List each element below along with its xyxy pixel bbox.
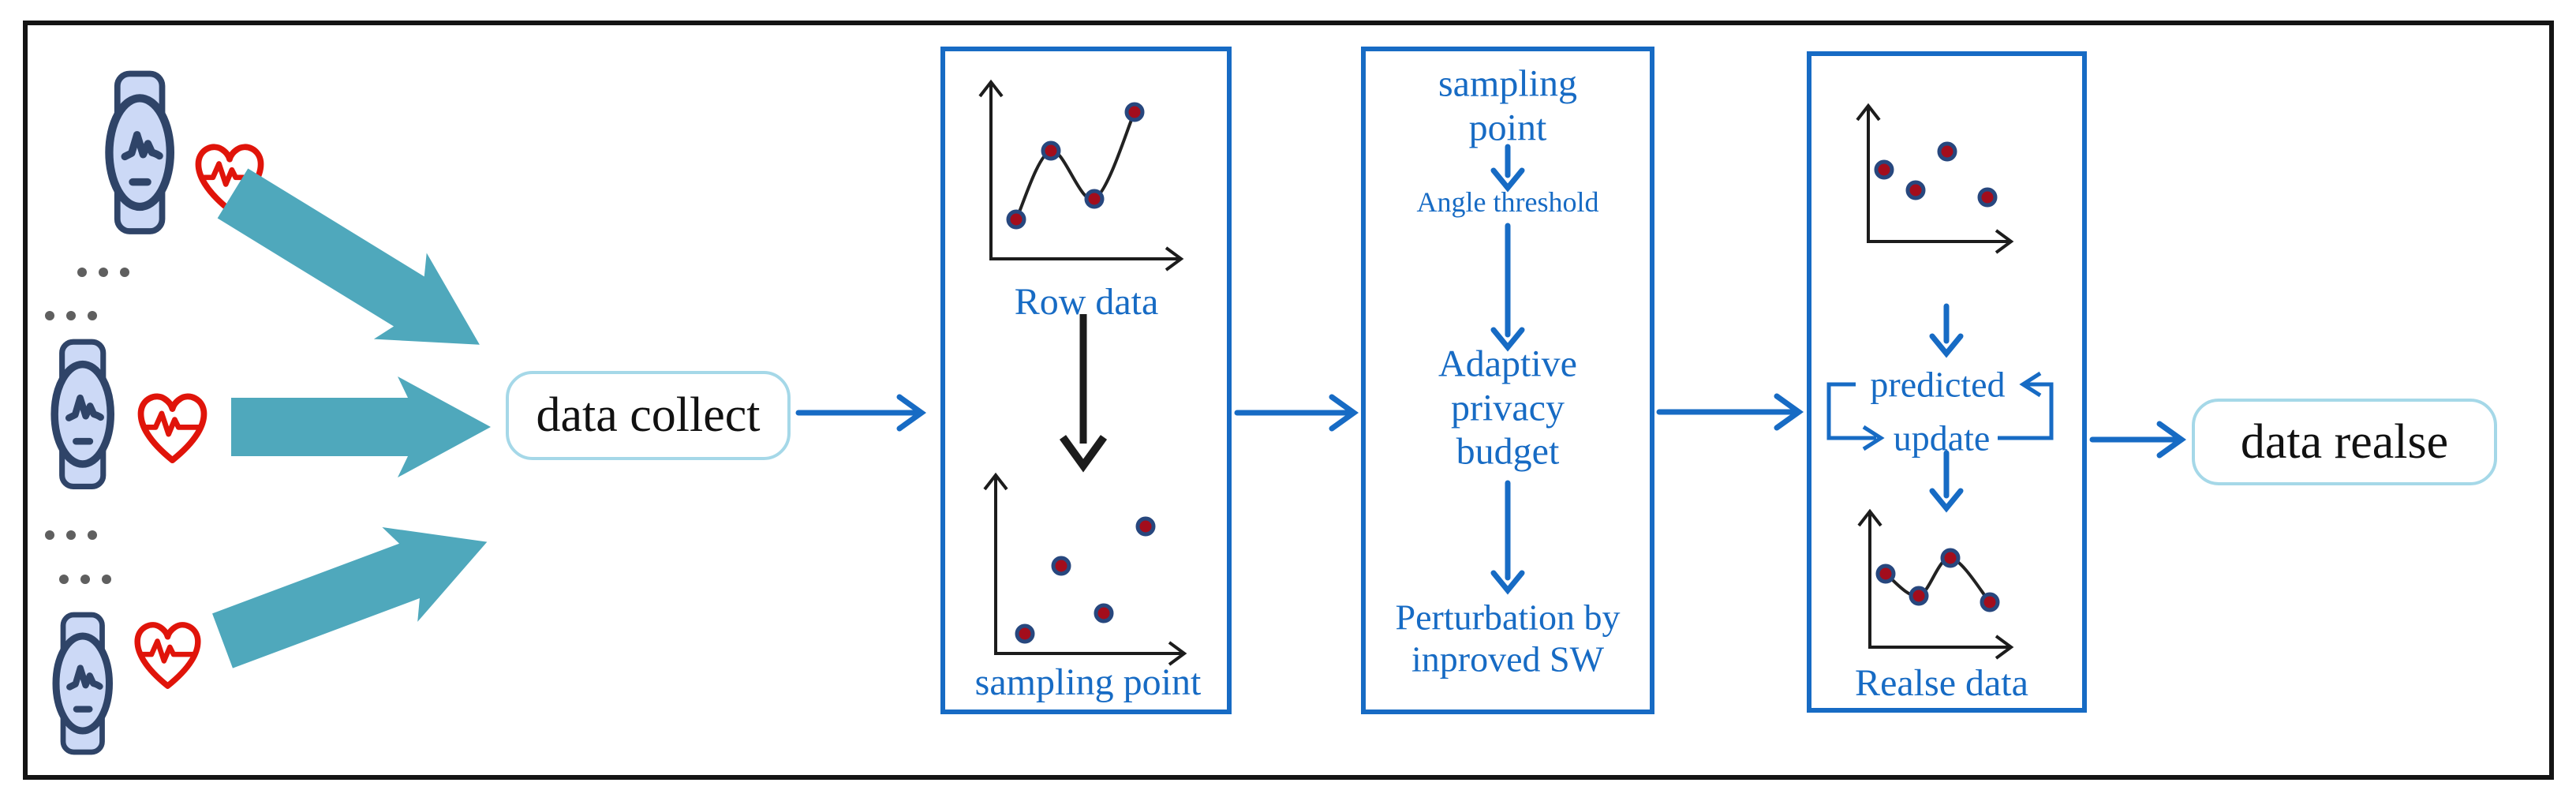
stage2-sampling-point-label: sampling point	[1438, 62, 1577, 148]
stage3-step-arrow	[1929, 303, 1964, 358]
ellipsis-dots	[45, 311, 97, 320]
predicted-chart-series	[1874, 141, 1998, 208]
flow-arrow-stage2-to-stage3	[1656, 393, 1804, 431]
flow-arrow-stage1-to-stage2	[1234, 394, 1359, 432]
data-collect-node: data collect	[506, 371, 791, 460]
angle-threshold-label: Angle threshold	[1416, 186, 1599, 219]
upload-arrow	[231, 376, 491, 477]
stage-box-privacy-budget	[1361, 47, 1654, 714]
stage-box-sampling	[940, 47, 1232, 714]
outer-frame	[23, 21, 2554, 780]
fitness-band-icon	[56, 615, 110, 752]
sampling-chart-axes	[983, 472, 1187, 666]
stage-box-prediction	[1807, 51, 2087, 713]
fitness-band-icon	[109, 73, 170, 231]
perturbation-label: Perturbation by inproved SW	[1395, 597, 1621, 680]
ellipsis-dots	[59, 575, 111, 584]
heart-ecg-icon	[137, 625, 198, 686]
raw-data-chart-series	[1006, 102, 1145, 230]
fitness-band-icon	[54, 342, 110, 486]
data-realse-label: data realse	[2240, 414, 2449, 469]
flow-arrow-stage3-to-realse	[2089, 421, 2187, 459]
sampling-point-label: sampling point	[974, 661, 1202, 704]
raw-data-chart-axes	[978, 79, 1184, 271]
upload-arrow	[212, 527, 488, 668]
ellipsis-dots	[45, 530, 97, 540]
data-realse-node: data realse	[2192, 399, 2497, 485]
heart-ecg-icon	[141, 396, 204, 460]
stage3-step-arrow	[1929, 450, 1964, 513]
row-data-label: Row data	[1014, 281, 1159, 324]
predicted-chart-axes	[1856, 103, 2014, 254]
realse-data-label: Realse data	[1855, 662, 2028, 705]
realse-chart-axes	[1857, 508, 2014, 660]
stage2-step-arrow	[1490, 144, 1525, 193]
adaptive-privacy-budget-label: Adaptive privacy budget	[1438, 343, 1577, 473]
predict-update-loop	[1826, 371, 2054, 451]
update-label: update	[1893, 417, 1991, 459]
sampling-chart-series	[1015, 516, 1156, 644]
upload-arrow	[217, 168, 480, 345]
realse-chart-series	[1875, 548, 2000, 612]
stage2-step-arrow	[1490, 223, 1525, 352]
data-collect-label: data collect	[536, 388, 761, 442]
downsample-arrow	[1059, 314, 1108, 473]
predicted-label: predicted	[1870, 364, 2006, 405]
stage2-step-arrow	[1490, 480, 1525, 595]
ellipsis-dots	[77, 268, 129, 277]
flow-arrow-collect-to-stage1	[795, 394, 927, 432]
